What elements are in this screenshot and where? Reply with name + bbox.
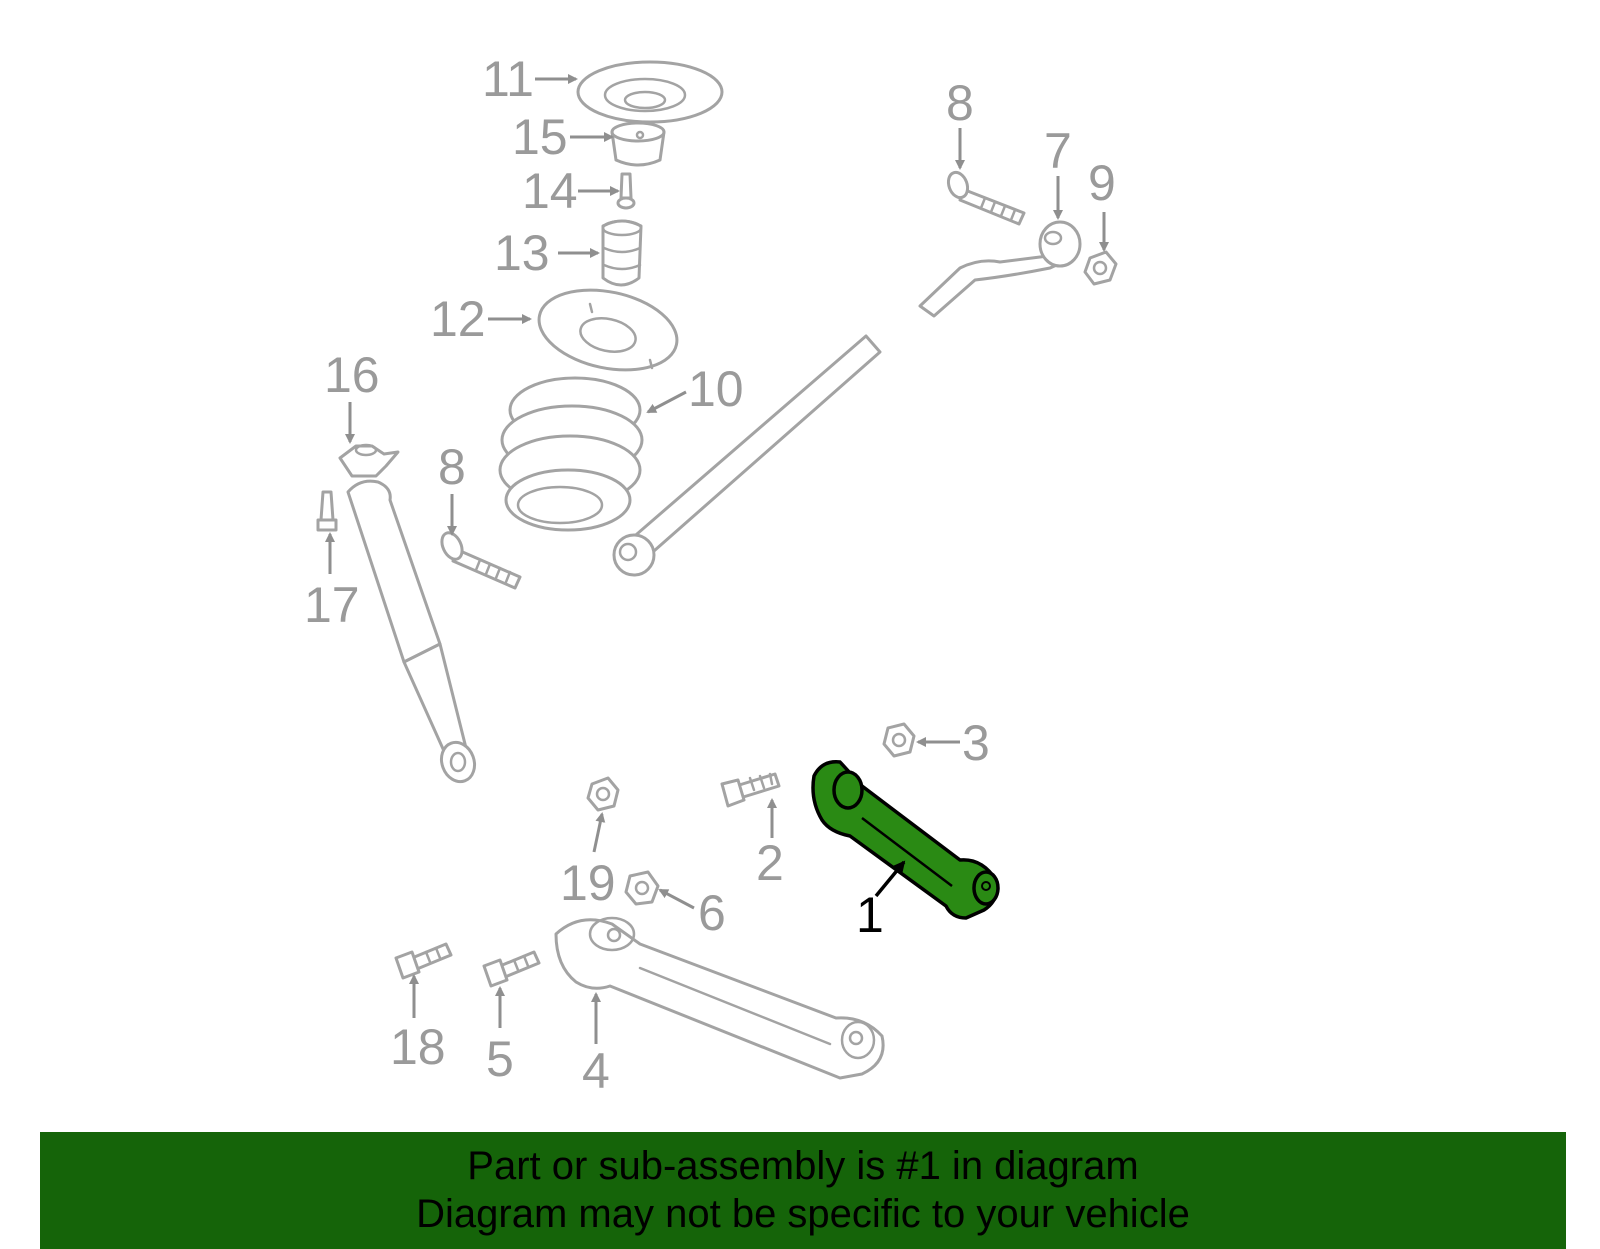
banner-line-2: Diagram may not be specific to your vehi…: [416, 1192, 1190, 1236]
part-8-bolt-lower[interactable]: [438, 530, 522, 590]
callout-6: 6: [698, 885, 726, 941]
part-19-nut[interactable]: [586, 776, 620, 812]
callout-1: 1: [856, 887, 884, 943]
callout-17: 17: [304, 577, 360, 633]
callout-12: 12: [430, 291, 486, 347]
callout-4: 4: [582, 1043, 610, 1099]
callout-3: 3: [962, 715, 990, 771]
banner-line-1: Part or sub-assembly is #1 in diagram: [467, 1144, 1139, 1188]
part-15-bumper-cup[interactable]: [610, 121, 666, 167]
part-3-nut[interactable]: [882, 722, 916, 758]
callout-10: 10: [688, 361, 744, 417]
info-banner: Part or sub-assembly is #1 in diagram Di…: [40, 1132, 1566, 1249]
part-7-track-bar[interactable]: [612, 220, 1082, 577]
part-4-lower-control-arm[interactable]: [554, 916, 885, 1080]
callout-15: 15: [512, 109, 568, 165]
callout-18: 18: [390, 1019, 446, 1075]
part-14-bolt[interactable]: [616, 172, 636, 210]
part-17-bolt[interactable]: [316, 490, 338, 532]
callout-16: 16: [324, 347, 380, 403]
callout-11: 11: [482, 51, 534, 107]
callout-labels: 1 2 3 4 5 6 7 8 9 10 11 12 13 14 15 16 1…: [304, 51, 1116, 1099]
callout-8-upper: 8: [946, 75, 974, 131]
callout-5: 5: [486, 1031, 514, 1087]
callout-8-lower: 8: [438, 439, 466, 495]
part-8-bolt-upper[interactable]: [945, 170, 1026, 226]
part-9-nut[interactable]: [1083, 250, 1118, 286]
part-11-spring-isolator[interactable]: [576, 60, 724, 124]
part-16-shock-mount[interactable]: [338, 443, 400, 478]
part-12-spring-isolator[interactable]: [532, 278, 685, 381]
callout-7: 7: [1044, 123, 1072, 179]
callout-2: 2: [756, 835, 784, 891]
part-18-bolt[interactable]: [394, 942, 453, 980]
part-6-nut[interactable]: [624, 870, 660, 906]
callout-19: 19: [560, 855, 616, 911]
callout-14: 14: [522, 163, 578, 219]
leader-arrows: [325, 74, 1109, 1044]
part-2-bolt[interactable]: [720, 772, 781, 808]
callout-13: 13: [494, 225, 550, 281]
callout-9: 9: [1088, 155, 1116, 211]
part-1-upper-control-arm[interactable]: [811, 760, 1000, 920]
part-13-jounce-bumper[interactable]: [601, 219, 643, 287]
shock-absorber[interactable]: [346, 479, 480, 786]
part-10-coil-spring[interactable]: [498, 376, 644, 532]
part-5-bolt[interactable]: [482, 950, 541, 988]
